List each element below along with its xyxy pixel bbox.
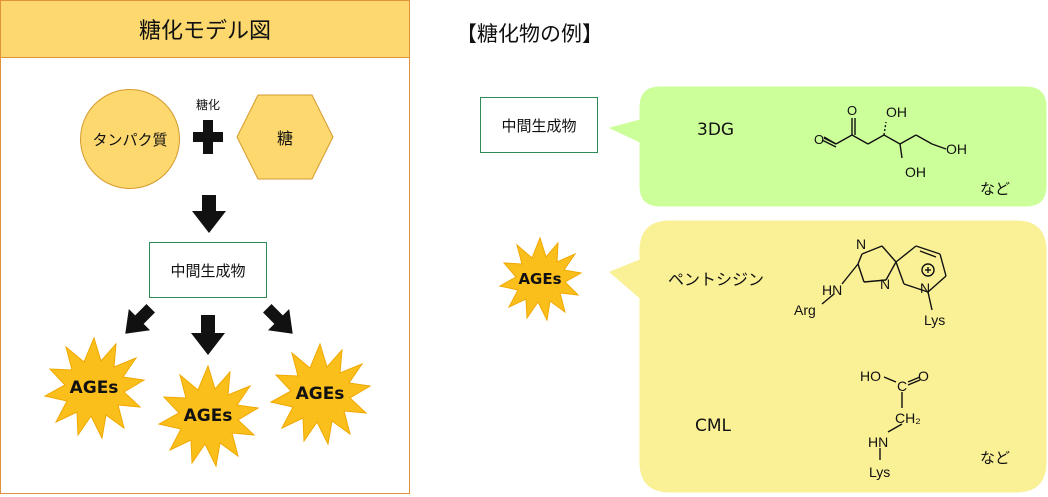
atom-label: Lys — [869, 464, 891, 480]
atom-label: N — [920, 280, 931, 296]
protein-label: タンパク質 — [92, 130, 168, 149]
sugar-label: 糖 — [276, 129, 293, 148]
atom-label: HN — [868, 434, 889, 450]
plus-icon — [193, 120, 223, 154]
hydroxyl-label: OH — [905, 164, 926, 180]
hydroxyl-label: OH — [886, 104, 907, 120]
ages-label: AGEs — [518, 270, 562, 288]
atom-label: HN — [822, 282, 843, 298]
cml-structure — [879, 376, 921, 460]
ages-burst — [43, 336, 146, 440]
compound-name-3dg: 3DG — [697, 120, 735, 140]
atom-label: CH₂ — [895, 410, 921, 426]
compound-name-cml: CML — [695, 416, 732, 436]
ages-example-bubble — [609, 220, 1047, 493]
ages-label: AGEs — [295, 384, 345, 404]
ages-burst — [157, 364, 260, 468]
ages-label: AGEs — [69, 378, 119, 398]
atom-label: N — [856, 236, 867, 252]
ages-burst — [498, 236, 583, 322]
3dg-structure: O O — [814, 103, 947, 159]
etc-label: など — [980, 180, 1011, 198]
intermediate-example-bubble — [608, 86, 1047, 207]
glycation-label: 糖化 — [195, 98, 220, 112]
hydroxyl-label: OH — [946, 141, 967, 157]
atom-label: Arg — [794, 302, 816, 318]
svg-text:O: O — [814, 132, 824, 147]
intermediate-label: 中間生成物 — [501, 116, 577, 135]
arrow-down-icon — [191, 315, 225, 355]
atom-label: Lys — [924, 312, 946, 328]
sugar-hexagon — [236, 94, 334, 180]
atom-label: HO — [860, 368, 881, 384]
atom-label: N — [880, 276, 891, 292]
arrow-down-right-icon — [263, 304, 293, 334]
protein-circle: タンパク質 — [80, 89, 180, 189]
intermediate-product-box: 中間生成物 — [480, 97, 598, 153]
pentosidine-structure — [821, 245, 947, 311]
compound-name-pentosidine: ペントシジン — [668, 270, 765, 289]
ages-burst — [269, 342, 372, 446]
atom-label: O — [918, 368, 929, 384]
arrow-down-left-icon — [125, 304, 155, 334]
etc-label: など — [980, 449, 1011, 467]
svg-text:O: O — [847, 103, 857, 118]
panel-title: 糖化モデル図 — [0, 0, 410, 58]
ages-label: AGEs — [183, 406, 233, 426]
arrow-down-icon — [192, 195, 226, 233]
intermediate-label: 中間生成物 — [170, 261, 246, 280]
atom-label: C — [897, 378, 908, 394]
intermediate-product-box: 中間生成物 — [149, 242, 267, 298]
examples-heading: 【糖化物の例】 — [456, 22, 603, 46]
